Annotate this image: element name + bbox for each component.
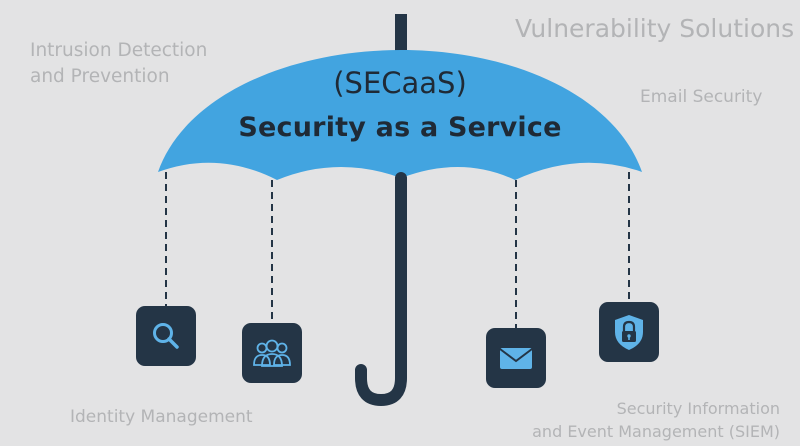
label-identity-management: Identity Management bbox=[70, 407, 253, 427]
users-icon bbox=[253, 339, 291, 367]
lock-tile bbox=[599, 302, 659, 362]
mail-icon bbox=[499, 348, 533, 369]
umbrella-canopy bbox=[158, 50, 642, 180]
users-tile bbox=[242, 323, 302, 383]
search-icon bbox=[153, 323, 179, 349]
hanging-lines bbox=[165, 172, 630, 328]
lock-icon bbox=[615, 315, 643, 350]
umbrella-shaft bbox=[355, 172, 407, 407]
label-intrusion-detection: Intrusion Detection and Prevention bbox=[30, 40, 208, 87]
label-email-security: Email Security bbox=[640, 87, 763, 107]
title-acronym: (SECaaS) bbox=[333, 66, 467, 100]
label-vulnerability-solutions: Vulnerability Solutions bbox=[515, 14, 795, 43]
label-siem: Security Information and Event Managemen… bbox=[532, 399, 780, 441]
title-full: Security as a Service bbox=[238, 112, 562, 143]
mail-tile bbox=[486, 328, 546, 388]
umbrella-tip bbox=[395, 14, 407, 56]
search-tile bbox=[136, 306, 196, 366]
